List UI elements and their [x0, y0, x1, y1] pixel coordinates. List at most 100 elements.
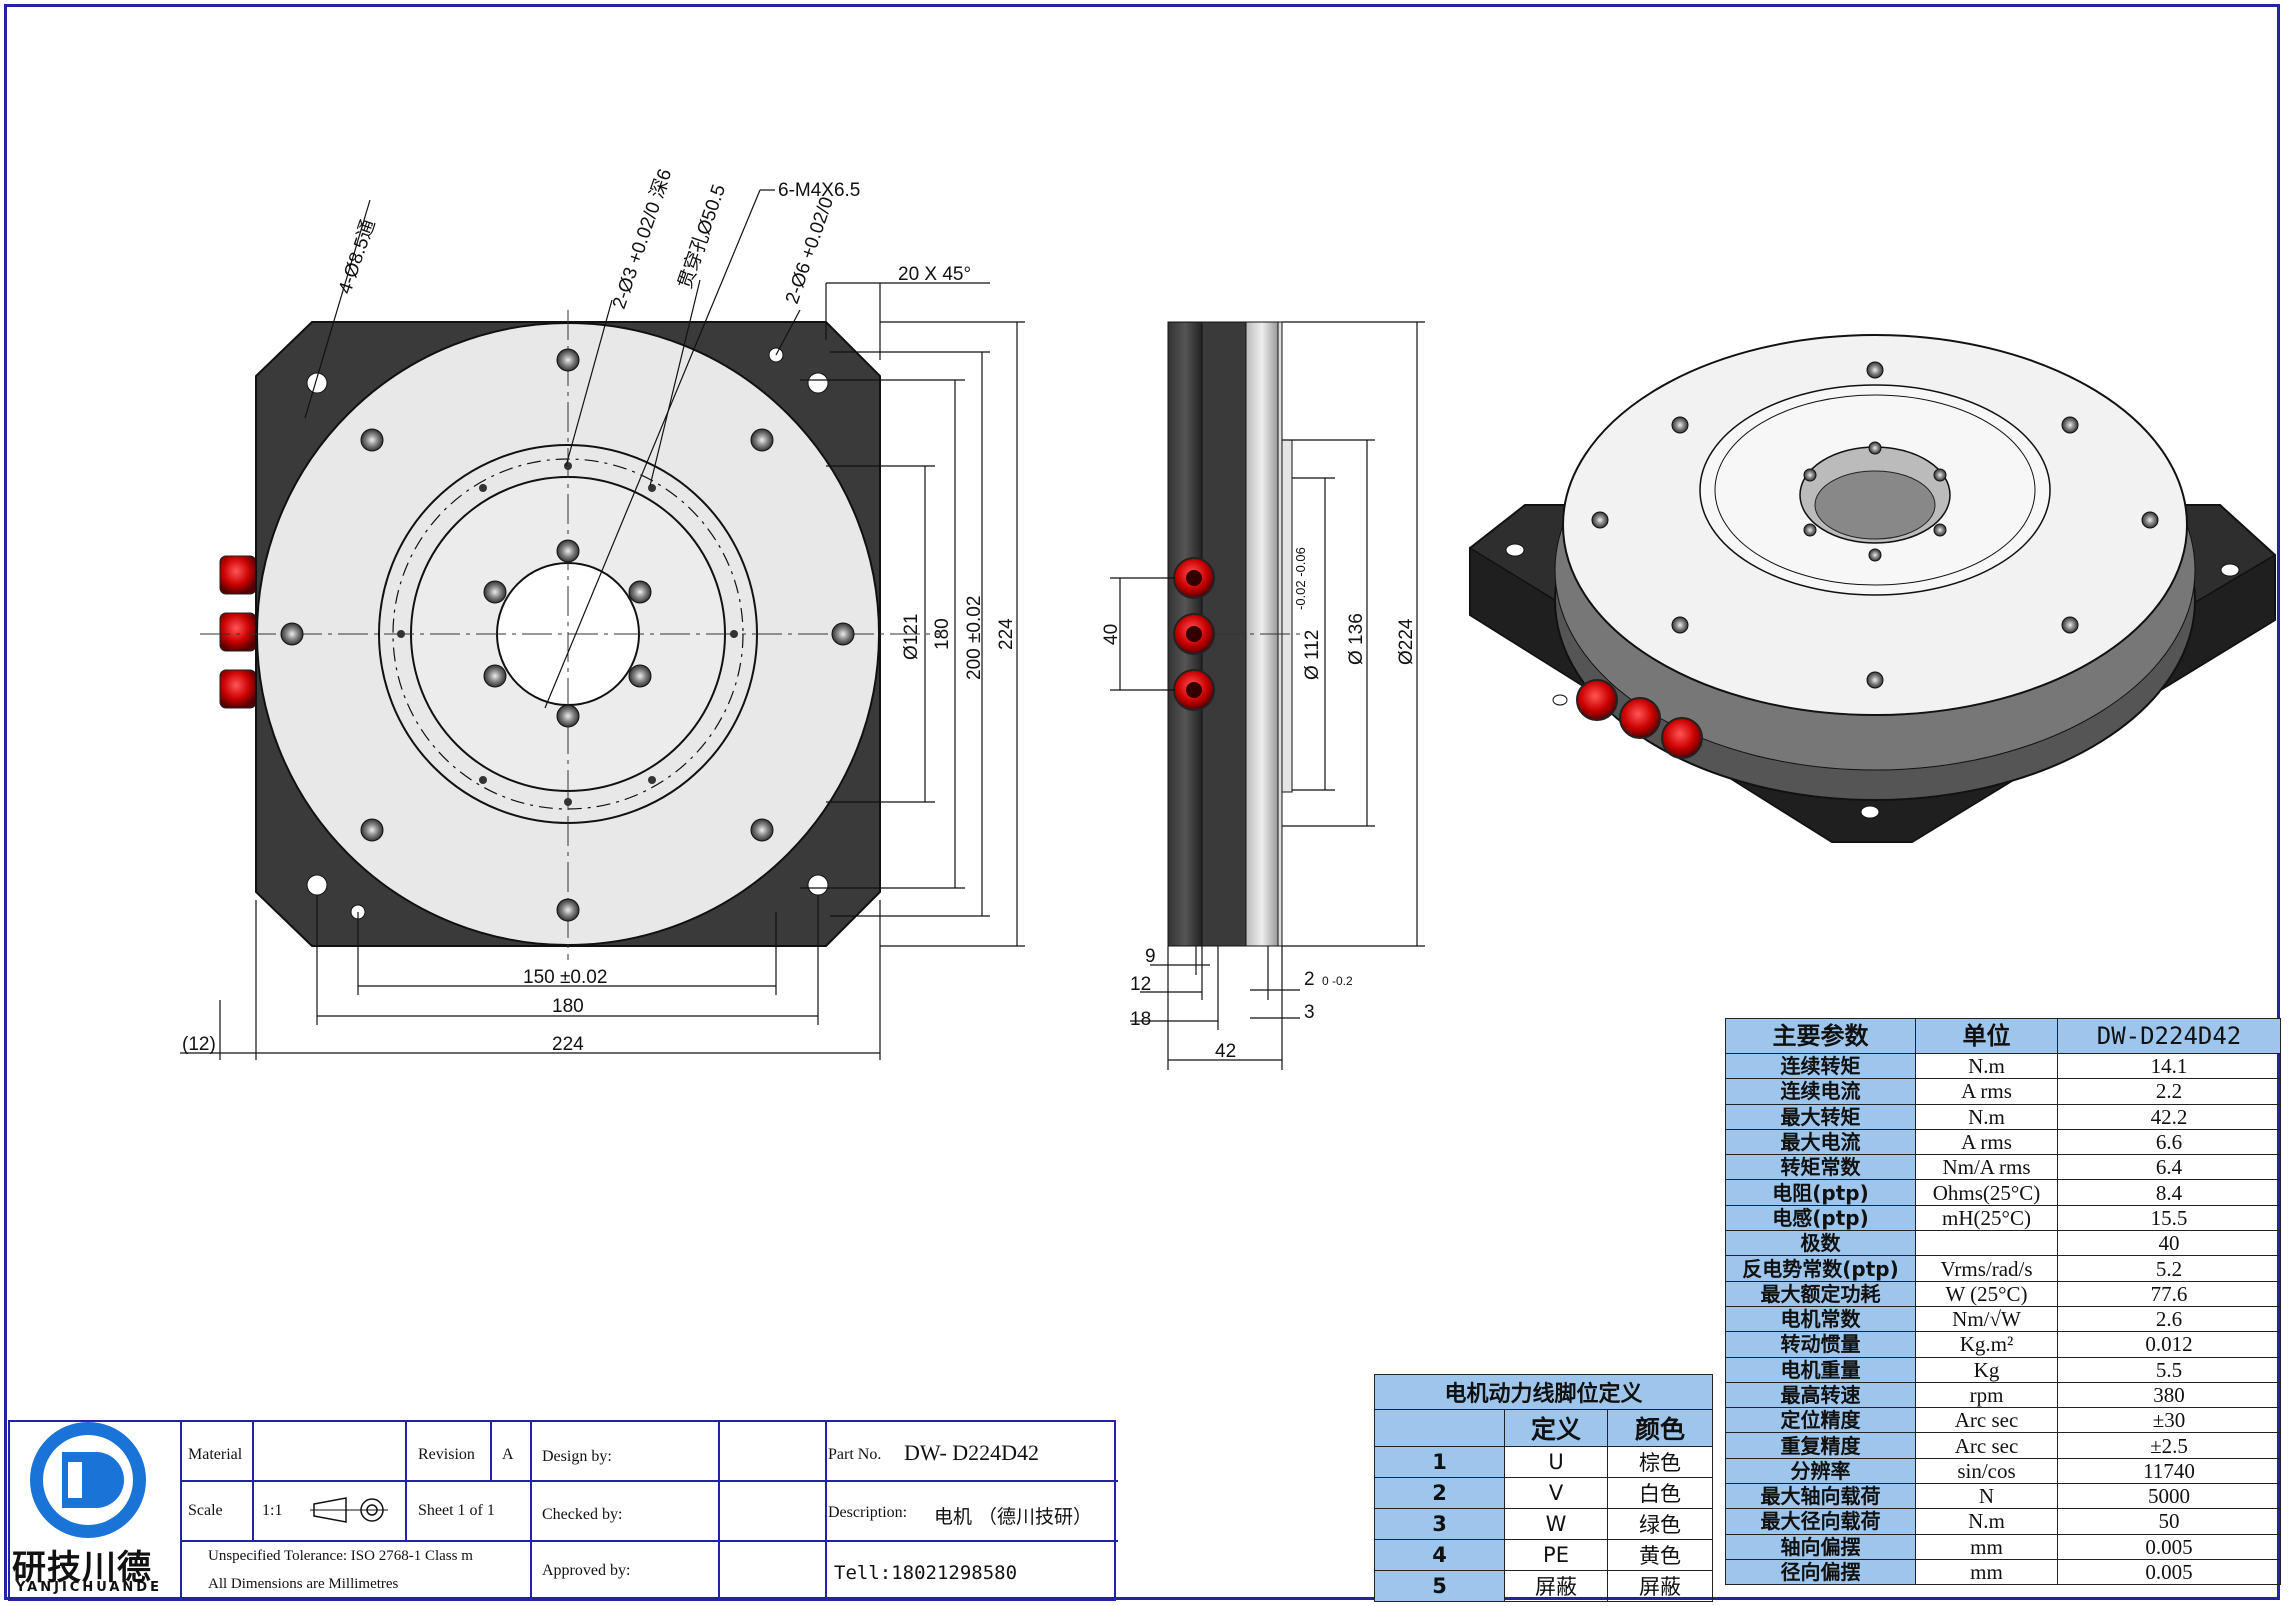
spec-value: 0.012: [2057, 1331, 2281, 1358]
spec-value: 40: [2057, 1230, 2281, 1257]
pin-color: 黄色: [1607, 1539, 1713, 1571]
spec-value: 380: [2057, 1381, 2281, 1409]
dim-d224-h: 224: [552, 1034, 584, 1055]
dim-side-d112-tol: -0.02 -0.06: [1293, 547, 1308, 610]
spec-unit: Kg: [1915, 1356, 2058, 1383]
dim-side-9: 9: [1145, 946, 1156, 967]
spec-unit: mm: [1915, 1558, 2058, 1586]
side-view: 40 Ø 112 -0.02 -0.06 Ø 136 Ø224 9 12 18 …: [1101, 321, 1425, 1070]
dim-side-2-tol: 0 -0.2: [1322, 974, 1353, 988]
pin-title-row: 电机动力线脚位定义: [1374, 1374, 1713, 1410]
units-note: All Dimensions are Millimetres: [208, 1576, 399, 1592]
pin-definition: PE: [1504, 1539, 1608, 1571]
spec-unit: N: [1915, 1483, 2058, 1510]
part-no-value: DW- D224D42: [904, 1440, 1040, 1465]
approved-by-label: Approved by:: [542, 1562, 631, 1579]
pin-definition: V: [1504, 1477, 1608, 1509]
spec-unit: A rms: [1915, 1128, 2058, 1156]
spec-unit: Nm/√W: [1915, 1305, 2058, 1333]
company-logo-text: 研技川德: [12, 1548, 152, 1588]
spec-value: 0.005: [2057, 1533, 2281, 1560]
dim-d180-v: 180: [932, 618, 953, 650]
spec-param: 最大额定功耗: [1725, 1280, 1916, 1307]
spec-param: 电感(ptp): [1725, 1204, 1916, 1232]
spec-unit: N.m: [1915, 1508, 2058, 1535]
pin-number: 2: [1374, 1477, 1505, 1509]
tolerance-note: Unspecified Tolerance: ISO 2768-1 Class …: [208, 1548, 473, 1564]
front-view: 4-Ø8.5通 2-Ø3 +0.02/0 深6 贯穿孔Ø50.5 6-M4X6.…: [180, 166, 1025, 1060]
material-label: Material: [188, 1446, 243, 1463]
dim-holes-2-3: 2-Ø3 +0.02/0 深6: [608, 166, 676, 311]
spec-unit: Kg.m²: [1915, 1331, 2058, 1358]
spec-param: 最大转矩: [1725, 1103, 1916, 1130]
spec-param: 电机重量: [1725, 1356, 1916, 1383]
pin-number: 4: [1374, 1539, 1505, 1571]
spec-value: 50: [2057, 1508, 2281, 1535]
pin-definition: 屏蔽: [1504, 1570, 1608, 1602]
pin-color: 屏蔽: [1607, 1570, 1713, 1602]
sheet-info: Sheet 1 of 1: [418, 1502, 495, 1519]
spec-unit: sin/cos: [1915, 1457, 2058, 1485]
tel-number: Tell:18021298580: [834, 1562, 1018, 1584]
company-logo-icon: [30, 1422, 146, 1538]
company-logo-subtext: YANJICHUANDE: [16, 1580, 162, 1595]
spec-value: 77.6: [2057, 1280, 2281, 1307]
spec-unit: mH(25°C): [1915, 1204, 2058, 1232]
pin-number: 3: [1374, 1508, 1505, 1540]
cable-glands-front: [219, 555, 257, 709]
spec-param: 重复精度: [1725, 1432, 1916, 1459]
spec-row: 极数 40: [1725, 1230, 2281, 1257]
spec-value: 8.4: [2057, 1179, 2281, 1206]
dim-d180-h: 180: [552, 996, 584, 1017]
spec-unit: Vrms/rad/s: [1915, 1255, 2058, 1282]
pin-table-title: 电机动力线脚位定义: [1374, 1374, 1713, 1410]
pin-number: 5: [1374, 1570, 1505, 1602]
revision-value: A: [502, 1446, 514, 1463]
spec-value: 5.5: [2057, 1356, 2281, 1383]
design-by-label: Design by:: [542, 1448, 612, 1465]
dim-d150: 150 ±0.02: [523, 967, 607, 988]
dim-d12: (12): [182, 1034, 216, 1055]
spec-param: 连续电流: [1725, 1078, 1916, 1105]
spec-param: 极数: [1725, 1230, 1916, 1257]
spec-header-model: DW-D224D42: [2057, 1018, 2281, 1054]
spec-param: 分辨率: [1725, 1457, 1916, 1485]
spec-value: 2.6: [2057, 1305, 2281, 1333]
pin-color: 绿色: [1607, 1508, 1713, 1540]
spec-param: 径向偏摆: [1725, 1558, 1916, 1586]
spec-unit: Nm/A rms: [1915, 1154, 2058, 1181]
pin-header-row: 定义 颜色: [1374, 1409, 1713, 1447]
projection-symbol-icon: [310, 1497, 388, 1523]
spec-param: 最大电流: [1725, 1128, 1916, 1156]
spec-value: ±2.5: [2057, 1432, 2281, 1459]
description-label: Description:: [828, 1504, 908, 1521]
spec-param: 转矩常数: [1725, 1154, 1916, 1181]
spec-value: 14.1: [2057, 1052, 2281, 1080]
pin-definition: W: [1504, 1508, 1608, 1540]
dim-side-d224: Ø224: [1396, 618, 1417, 665]
spec-value: 15.5: [2057, 1204, 2281, 1232]
spec-header-unit: 单位: [1915, 1018, 2058, 1054]
spec-param: 电机常数: [1725, 1305, 1916, 1333]
pin-color: 白色: [1607, 1477, 1713, 1509]
cable-glands-iso: [1576, 679, 1703, 759]
spec-param: 连续转矩: [1725, 1052, 1916, 1080]
spec-value: 5000: [2057, 1483, 2281, 1510]
description-value: 电机 （德川技研）: [934, 1506, 1093, 1528]
